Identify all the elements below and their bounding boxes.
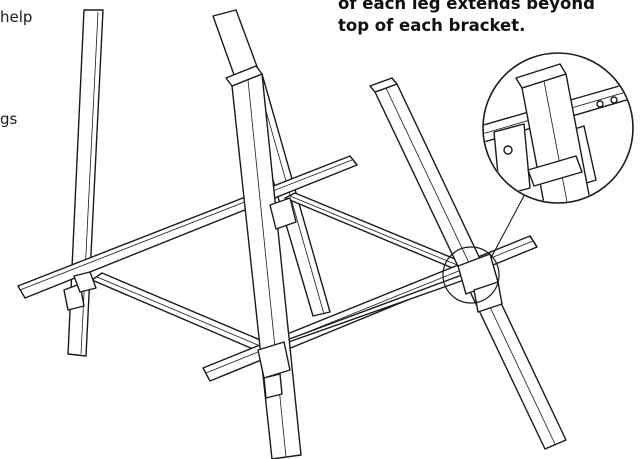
bracket-center-top (269, 197, 297, 230)
leg-center-front (225, 65, 302, 459)
instruction-fragment-left-top: help (0, 8, 33, 26)
callout-text: of each leg extends beyond top of each b… (338, 0, 595, 37)
frame-bar-front (265, 271, 471, 351)
callout-line-2: top of each bracket. (338, 16, 526, 35)
instruction-fragment-left-bottom: gs (0, 110, 18, 128)
bracket-center-bottom (257, 341, 291, 399)
bracket-left (63, 271, 97, 311)
detail-view (482, 52, 634, 204)
callout-line-1: of each leg extends beyond (338, 0, 595, 13)
detail-marker-circle (442, 246, 500, 304)
detail-leader-line (491, 191, 527, 257)
